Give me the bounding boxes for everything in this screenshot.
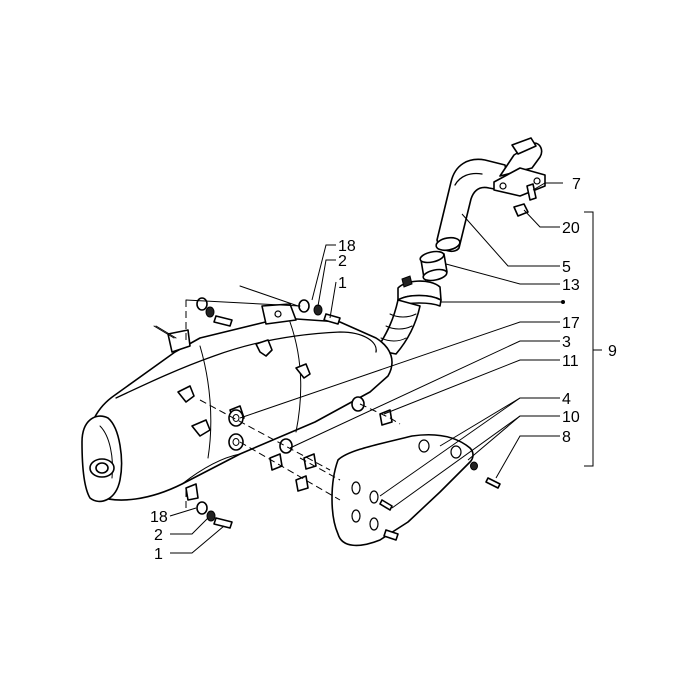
callout-2-bottom: 2 [154,527,163,544]
heat-shield-screws [379,461,501,541]
exhaust-clamp [397,275,442,307]
callout-18-bottom: 18 [150,509,168,526]
callout-4: 4 [562,391,571,408]
muffler-inlet-pipe [375,299,421,355]
assembly-guide-lines [153,285,401,510]
callout-11: 11 [562,353,579,370]
callout-5: 5 [562,259,571,276]
heat-shield [331,433,474,547]
callout-1-bottom: 1 [154,546,163,563]
muffler-clips [177,339,311,437]
muffler-grommets [228,409,244,451]
bottom-fastener-set [196,501,233,529]
callout-10: 10 [562,409,580,426]
exhaust-pipe-bend [435,158,511,253]
callout-2-top: 2 [338,253,347,270]
gasket-13 [419,250,448,282]
callout-8: 8 [562,429,571,446]
leader-lines [169,182,602,554]
callout-7: 7 [572,176,581,193]
callout-labels: 7 20 5 13 17 3 11 4 10 8 9 18 2 1 18 2 1 [150,176,617,563]
flange-stud-7 [526,183,537,201]
callout-17: 17 [562,315,580,332]
callout-3: 3 [562,334,571,351]
callout-18-top: 18 [338,238,356,255]
callout-20: 20 [562,220,580,237]
callout-13: 13 [562,277,580,294]
callout-9: 9 [608,343,617,360]
flange-nut-20 [513,203,529,217]
callout-1-top: 1 [338,275,347,292]
